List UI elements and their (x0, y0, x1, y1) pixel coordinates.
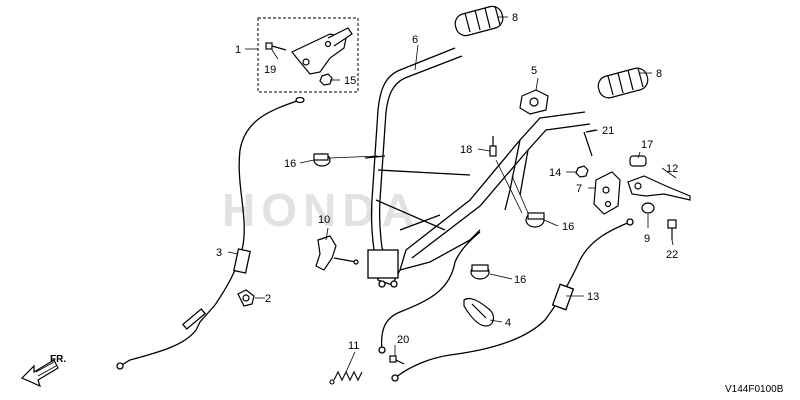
callout-7: 7 (576, 183, 582, 195)
cable-band-part-low (470, 264, 490, 280)
callout-6: 6 (412, 34, 418, 46)
callout-9: 9 (644, 233, 650, 245)
handle-frame-part (364, 47, 591, 288)
diagram-code: V144F0100B (725, 384, 784, 395)
cable-clip-part (237, 289, 255, 307)
callout-12: 12 (666, 163, 678, 175)
leader-lines (227, 16, 677, 373)
callout-10: 10 (318, 214, 330, 226)
control-lever-part (627, 175, 691, 201)
callout-17: 17 (641, 139, 653, 151)
front-arrow: FR. (20, 354, 66, 388)
callout-11: 11 (348, 340, 359, 352)
pin-part (583, 129, 597, 157)
callout-3: 3 (216, 247, 222, 259)
callout-2: 2 (265, 293, 271, 305)
clamp-part (519, 89, 549, 115)
callout-16-left: 16 (284, 158, 296, 170)
front-arrow-icon (20, 359, 59, 388)
callout-19: 19 (264, 64, 276, 76)
callout-13: 13 (587, 291, 599, 303)
bolt-part-18 (489, 136, 497, 157)
nut-part-14 (575, 165, 589, 178)
lever-part (315, 235, 359, 271)
callout-16-mid: 16 (562, 221, 574, 233)
callout-16-low: 16 (514, 274, 526, 286)
callout-21: 21 (602, 125, 614, 137)
cable-band-part-left (313, 153, 331, 167)
nut-part (319, 73, 333, 86)
collar-part (629, 155, 647, 167)
band-clamp-part (463, 297, 495, 327)
cable-band-part-mid (525, 212, 545, 228)
bolt-part-22 (667, 219, 677, 240)
screw-part (265, 42, 287, 51)
callout-15: 15 (344, 75, 356, 87)
throttle-lever-part (291, 27, 353, 75)
control-cable-part (378, 218, 634, 382)
callout-22: 22 (666, 249, 678, 261)
callout-4: 4 (505, 317, 511, 329)
throttle-assembly-box (257, 17, 359, 93)
spring-part (329, 370, 363, 385)
callout-8-right: 8 (656, 68, 662, 80)
callout-8-top: 8 (512, 12, 518, 24)
grip-part-right (597, 67, 649, 99)
front-label: FR. (50, 354, 66, 365)
bolt-part (389, 355, 405, 365)
callout-1: 1 (235, 44, 241, 56)
grip-part-top (454, 5, 504, 37)
throttle-cable-part (116, 96, 305, 370)
callout-20: 20 (397, 334, 409, 346)
washer-part-9 (641, 202, 655, 214)
bracket-part (593, 171, 621, 215)
honda-watermark: HONDA (222, 184, 421, 236)
callouts: 1 19 15 6 8 5 8 21 18 16 17 12 14 7 10 1… (216, 12, 678, 352)
callout-5: 5 (531, 65, 537, 77)
callout-14: 14 (549, 167, 561, 179)
callout-18: 18 (460, 144, 472, 156)
